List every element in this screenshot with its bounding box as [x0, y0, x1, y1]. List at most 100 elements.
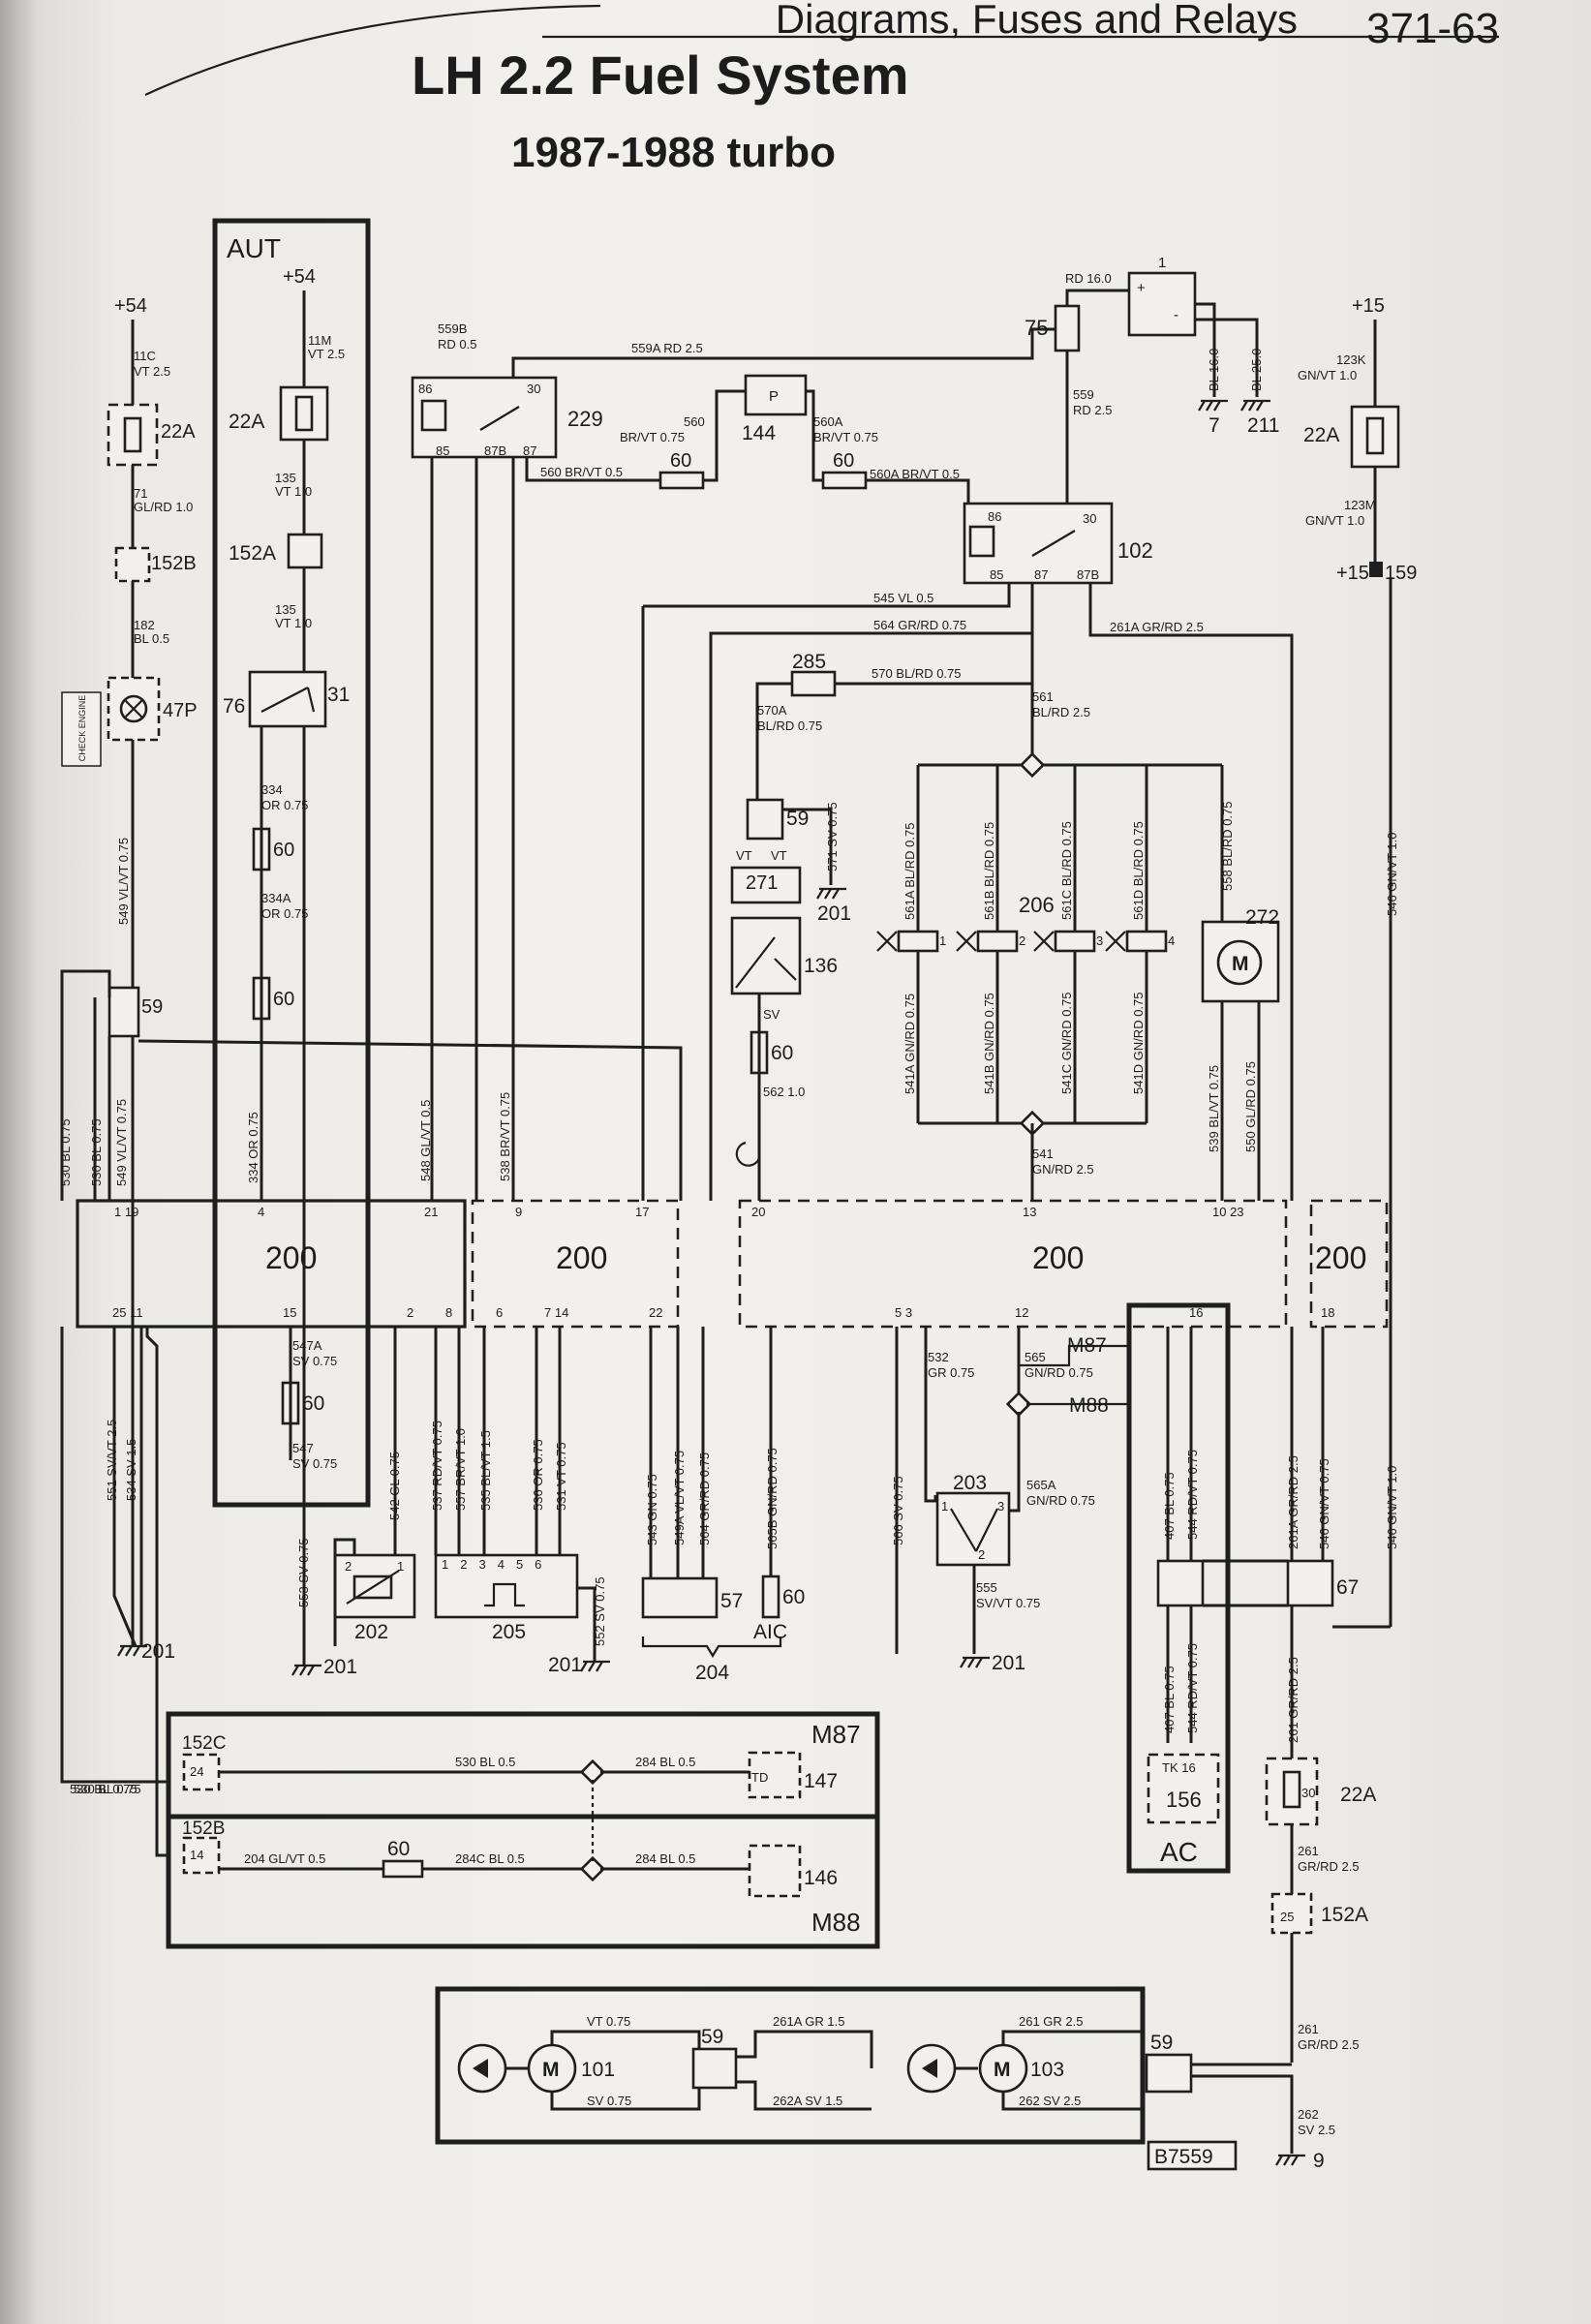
label-sv-136: SV [763, 1007, 780, 1022]
wire-565a [1009, 1412, 1021, 1513]
wire-541c-label: 541C GN/RD 0.75 [1059, 993, 1074, 1095]
ecu-pin-16: 16 [1189, 1305, 1203, 1320]
wire-546c-label: 546 GN/VT 1.0 [1385, 1466, 1399, 1549]
relay-229-pin-86: 86 [418, 382, 432, 396]
idle-valve-272-motor-icon [1216, 939, 1263, 986]
connector-57-label: 57 [720, 1590, 743, 1612]
wire-537-label: 537 RD/VT 0.75 [430, 1421, 444, 1511]
wire-532-spec: GR 0.75 [928, 1365, 974, 1380]
wire-570a-label: 570A [757, 703, 787, 718]
throttle-switch-203-pin-3: 3 [997, 1499, 1004, 1514]
wire-530-label-2: 530 BL 0.75 [89, 1118, 104, 1186]
page-edge-curve [144, 4, 601, 96]
m88-label: M88 [811, 1908, 861, 1937]
injector-4-valve-icon [1105, 931, 1126, 952]
ignition-205 [434, 1553, 579, 1619]
wire-262g-label: 262 SV 2.5 [1019, 2094, 1081, 2108]
pump-144-label: 144 [742, 422, 776, 444]
ecu-200-left-label: 200 [265, 1240, 317, 1275]
pump-103-arrow [922, 2059, 937, 2078]
wire-547a-spec: SV 0.75 [292, 1354, 337, 1368]
wire-rd16-label: RD 16.0 [1065, 271, 1112, 286]
wire-261a-label: 261A GR/RD 2.5 [1110, 620, 1204, 634]
connector-152b-m88 [182, 1836, 221, 1875]
fuse-22a-lower-pin: 30 [1301, 1786, 1315, 1800]
wire-565a-spec: GN/RD 0.75 [1026, 1493, 1095, 1508]
wire-71-label: 71 [134, 486, 147, 501]
connector-60-a-label: 60 [273, 840, 294, 861]
wire-battery-ground-2 [1195, 318, 1259, 397]
ground-211-icon [1240, 399, 1270, 412]
throttle-switch-203-label: 203 [953, 1472, 987, 1494]
connector-59-pumps-label: 59 [701, 2026, 723, 2048]
fuse-22a-lower-label: 22A [1340, 1784, 1376, 1806]
pump-101-m: M [542, 2059, 560, 2081]
ref-box [1147, 2140, 1238, 2171]
aic-label: AIC [753, 1621, 787, 1643]
connector-60-560-label: 60 [670, 450, 691, 472]
wire-334v-label: 334 OR 0.75 [246, 1112, 260, 1183]
wire-pump101-vt [550, 2030, 701, 2049]
sensor-202-label: 202 [354, 1621, 388, 1643]
connector-152c-pin: 24 [190, 1764, 203, 1779]
ecu-pin-4: 4 [258, 1205, 264, 1219]
ground-201-203-icon [960, 1656, 990, 1668]
injector-3 [1054, 930, 1096, 953]
connector-152a-label: 152A [229, 542, 276, 565]
wire-565a-label: 565A [1026, 1478, 1056, 1492]
bracket-204 [641, 1636, 782, 1659]
connector-67 [1286, 1559, 1334, 1607]
wire-123m-spec: GN/VT 1.0 [1305, 513, 1364, 528]
wire-135-label-2: 135 [275, 602, 296, 617]
wire-135-spec: VT 1.0 [275, 484, 312, 499]
relay-102-coil [968, 525, 995, 558]
ignition-205-pulse-icon [484, 1582, 525, 1607]
connector-67-label: 67 [1336, 1576, 1359, 1599]
page-number: 371-63 [1366, 5, 1499, 52]
relay-229-coil [420, 399, 447, 432]
battery-1 [1127, 271, 1197, 337]
pump-101-arrow [473, 2059, 488, 2078]
wire-555-spec: SV/VT 0.75 [976, 1596, 1040, 1610]
throttle-switch-203-pin-2: 2 [978, 1547, 985, 1562]
wire-261ab-label: 261A GR 1.5 [773, 2014, 844, 2029]
sensor-271-label: 271 [746, 872, 778, 894]
wire-538-label: 538 BR/VT 0.75 [498, 1092, 512, 1181]
wire-261v-label: 261 GR/RD 2.5 [1286, 1657, 1300, 1743]
wire-541-label: 541 [1032, 1147, 1054, 1161]
ecu-pin-9: 9 [515, 1205, 522, 1219]
pump-144-p: P [769, 388, 779, 405]
pump-103-label: 103 [1030, 2059, 1064, 2081]
wire-534-label: 534 SV 1.5 [124, 1439, 138, 1501]
diagram-title: LH 2.2 Fuel System [412, 45, 909, 106]
wire-564-label: 564 GR/RD 0.75 [873, 618, 966, 632]
component-47p-label: 47P [163, 700, 198, 721]
wire-284-m88-label: 284 BL 0.5 [635, 1851, 695, 1866]
wire-532 [924, 1327, 937, 1503]
connector-60-b-label: 60 [273, 989, 294, 1010]
wire-262r-spec: SV 2.5 [1298, 2123, 1335, 2137]
wire-135-label: 135 [275, 471, 296, 485]
connector-204-label: 204 [695, 1662, 729, 1684]
wire-555-label: 555 [976, 1580, 997, 1595]
wire-sv075-label: SV 0.75 [587, 2094, 631, 2108]
wire-560-label: 560 [684, 414, 705, 429]
wire-551-label: 551 SV/VT 2.5 [105, 1420, 119, 1501]
connector-60-560a-label: 60 [833, 450, 854, 472]
ground-7-label: 7 [1209, 414, 1220, 437]
node-diamond-m88 [579, 1855, 606, 1882]
injector-3-pin: 3 [1096, 933, 1103, 948]
ground-201-left-label: 201 [141, 1640, 175, 1663]
wire-559a [511, 327, 1056, 378]
battery-1-label: 1 [1158, 255, 1166, 271]
ecu-200-far-right-label: 200 [1315, 1240, 1366, 1275]
relay-229-label: 229 [567, 407, 603, 431]
connector-152b-m88-pin: 14 [190, 1848, 203, 1862]
node-diamond-top [1019, 751, 1046, 779]
wire-123k-spec: GN/VT 1.0 [1298, 368, 1357, 382]
wire-560a [806, 389, 970, 504]
component-285 [790, 670, 837, 697]
connector-60-aic [761, 1575, 780, 1619]
wire-549a-label: 549A VL/VT 0.75 [672, 1451, 687, 1545]
